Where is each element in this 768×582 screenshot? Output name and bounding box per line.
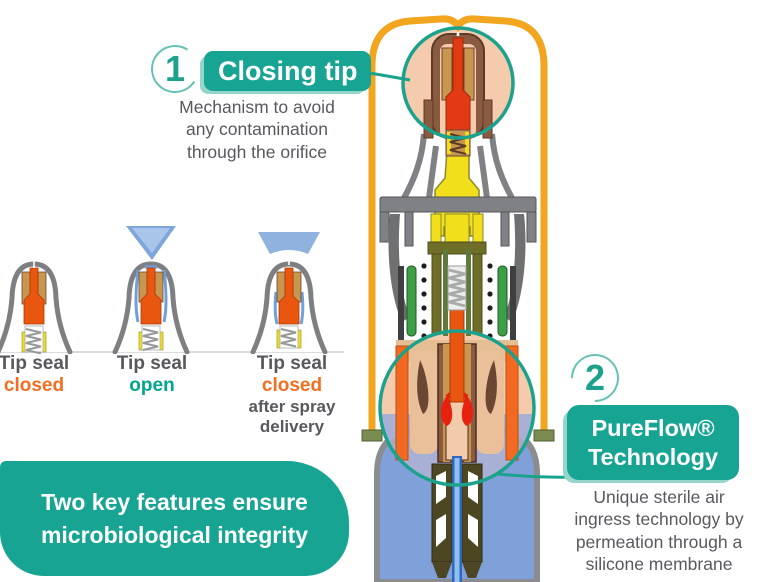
pureflow-badge-line: Technology bbox=[587, 443, 719, 470]
description-line: permeation through a bbox=[575, 531, 743, 552]
description-line: any contamination bbox=[185, 119, 329, 140]
step-2-numeral: 2 bbox=[584, 357, 606, 398]
description-line: Mechanism to avoid bbox=[179, 97, 335, 117]
tip-seal-note-line: after spray bbox=[248, 396, 336, 416]
closing-tip-badge: Closing tip bbox=[204, 51, 372, 91]
tip-seal-state: closed bbox=[3, 374, 65, 396]
closing-tip-assembly bbox=[423, 26, 493, 157]
pump-mechanism bbox=[379, 133, 537, 403]
description-line: ingress technology by bbox=[574, 509, 744, 530]
tip-seal-title: Tip seal bbox=[116, 353, 188, 374]
tip-seal-closed-diagram bbox=[0, 260, 73, 354]
key-features-headline: Two key features ensure microbiological … bbox=[41, 486, 308, 551]
tip-seal-note-line: delivery bbox=[259, 417, 325, 437]
tip-seal-state: closed bbox=[261, 374, 323, 396]
tip-seal-state: open bbox=[129, 374, 175, 396]
pureflow-assembly bbox=[395, 340, 519, 463]
step-2-description: Unique sterile air ingress technology by… bbox=[550, 486, 768, 576]
tip-seal-open-diagram bbox=[112, 226, 190, 354]
dip-tube bbox=[431, 456, 483, 582]
highlight-rings-and-connectors bbox=[363, 26, 575, 487]
step-2-number: 2 bbox=[561, 344, 629, 412]
tip-seal-title: Tip seal bbox=[0, 353, 70, 374]
pureflow-badge-line: PureFlow® bbox=[591, 415, 715, 441]
tip-seal-title: Tip seal bbox=[256, 353, 328, 374]
tip-seal-label-closed: Tip seal closed bbox=[0, 353, 72, 397]
description-line: Unique sterile air bbox=[593, 487, 725, 507]
step-1-numeral: 1 bbox=[164, 48, 186, 89]
step-1-number: 1 bbox=[146, 40, 204, 98]
tip-seal-closed-after-spray-diagram bbox=[250, 232, 328, 354]
protective-cap-outline bbox=[361, 15, 555, 442]
tip-seal-label-closed-after-spray: Tip seal closed after spray delivery bbox=[239, 353, 345, 437]
headline-line: Two key features ensure bbox=[41, 488, 308, 515]
description-line: silicone membrane bbox=[585, 554, 733, 575]
tip-seal-label-open: Tip seal open bbox=[109, 353, 195, 397]
closing-tip-badge-label: Closing tip bbox=[218, 55, 358, 86]
description-line: through the orifice bbox=[186, 141, 328, 162]
pureflow-technology-badge: PureFlow® Technology bbox=[567, 405, 739, 481]
key-features-banner: Two key features ensure microbiological … bbox=[0, 461, 349, 576]
step-1-description: Mechanism to avoid any contamination thr… bbox=[148, 96, 366, 163]
headline-line: microbiological integrity bbox=[40, 521, 309, 548]
